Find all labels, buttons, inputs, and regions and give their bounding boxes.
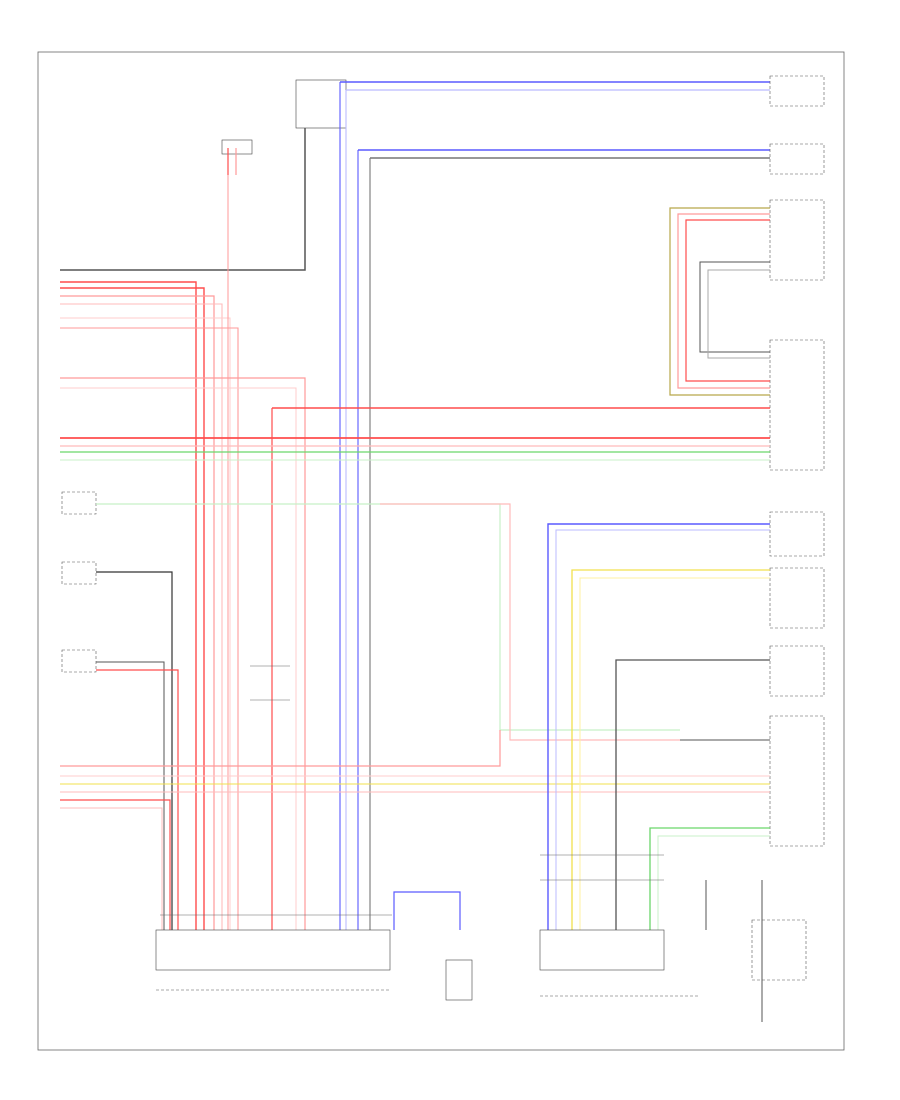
bottom-far-right-component	[705, 880, 807, 1022]
bottom-right-ecu	[539, 929, 700, 997]
right-components	[769, 75, 825, 847]
lower-horizontal-wires	[60, 730, 770, 930]
upper-center-connector	[295, 79, 347, 129]
left-components	[61, 491, 680, 930]
bottom-left-ecu	[155, 929, 391, 991]
upper-left-connector	[221, 139, 253, 175]
lower-right-wires	[547, 523, 770, 930]
top-right-wires	[339, 81, 770, 930]
pin-markers	[160, 665, 664, 916]
left-upper-wires	[60, 128, 306, 930]
mid-horizontal-wires	[60, 407, 770, 930]
diagram-frame	[37, 51, 845, 1051]
right-loop-wires	[669, 207, 770, 396]
bottom-center-sensor	[393, 891, 473, 1001]
